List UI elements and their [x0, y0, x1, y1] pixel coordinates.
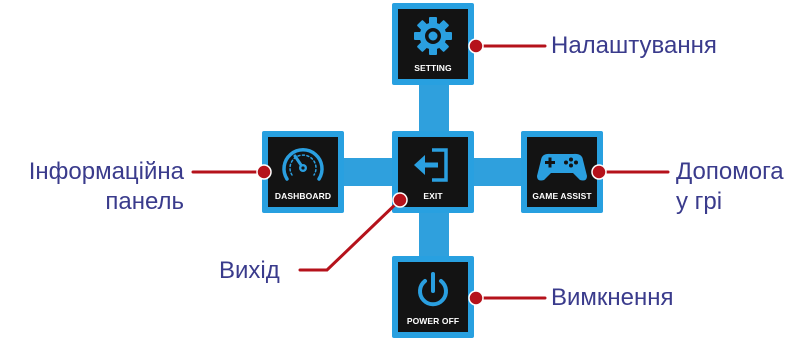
power-off-button[interactable]: POWER OFF: [392, 256, 474, 338]
setting-caption: SETTING: [414, 63, 452, 73]
setting-label: Налаштування: [551, 32, 717, 59]
power-off-caption: POWER OFF: [406, 316, 460, 326]
power-off-callout-dot: [468, 290, 484, 306]
exit-callout-dot: [392, 192, 408, 208]
dashboard-label-line2: панель: [105, 188, 184, 215]
setting-tile-face: SETTING: [398, 9, 468, 79]
dashboard-tile-face: DASHBOARD: [268, 137, 338, 207]
game-assist-label-line2: у грі: [676, 188, 723, 215]
game-assist-button[interactable]: GAME ASSIST: [521, 131, 603, 213]
exit-button[interactable]: EXIT: [392, 131, 474, 213]
dashboard-button[interactable]: DASHBOARD: [262, 131, 344, 213]
exit-arrow-icon: [414, 148, 448, 182]
setting-callout-dot: [468, 38, 484, 54]
dashboard-label-line1: Інформаційна: [28, 158, 184, 185]
dashboard-caption: DASHBOARD: [274, 191, 332, 201]
speedometer-icon: [282, 148, 324, 181]
exit-label: Вихід: [219, 257, 280, 284]
setting-button[interactable]: SETTING: [392, 3, 474, 85]
game-assist-tile-face: GAME ASSIST: [527, 137, 597, 207]
exit-tile-face: EXIT: [398, 137, 468, 207]
gear-icon: [414, 17, 452, 55]
power-off-label: Вимкнення: [551, 284, 674, 311]
game-assist-label-line1: Допомога: [676, 158, 784, 185]
exit-leader-line: [298, 198, 402, 272]
game-assist-caption: GAME ASSIST: [532, 191, 592, 201]
dashboard-callout-dot: [256, 164, 272, 180]
gamepad-icon: [537, 153, 587, 181]
game-assist-callout-dot: [591, 164, 607, 180]
power-off-tile-face: POWER OFF: [398, 262, 468, 332]
power-icon: [418, 272, 448, 307]
exit-caption: EXIT: [423, 191, 443, 201]
